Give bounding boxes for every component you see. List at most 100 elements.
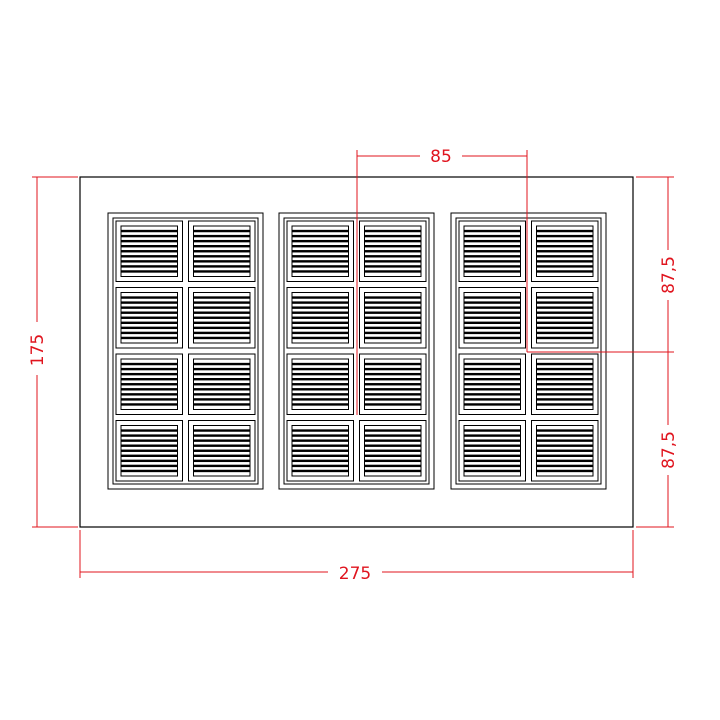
segment-stripe [364,429,421,432]
segment-stripe [121,464,178,468]
segment-stripe [536,250,593,253]
segment-stripe [193,326,250,330]
segment-stripe [121,444,178,447]
segment-stripe [536,239,593,243]
segment-stripe [121,388,178,391]
segment-stripe [464,234,521,238]
segment-stripe [121,265,178,268]
segment-stripe [121,459,178,463]
segment-stripe [193,270,250,273]
cavities [107,212,607,490]
segment-stripe [193,321,250,324]
chocolate-segment [359,220,427,282]
segment-stripe [193,444,250,447]
segment-stripe [364,378,421,381]
segment-stripe [464,250,521,253]
segment-stripe [121,439,178,442]
segment-stripe [121,270,178,273]
segment-outline [188,353,256,415]
chocolate-segment [359,420,427,482]
segment-stripe [121,362,178,366]
segment-outline [531,287,599,349]
segment-stripe [464,434,521,437]
segment-stripe [536,234,593,238]
segment-stripe [292,306,349,309]
segment-stripe [364,398,421,401]
segment-stripe [364,362,421,366]
segment-stripe [536,429,593,432]
segment-outline [286,220,354,282]
segment-stripe [292,245,349,248]
segment-stripe [121,331,178,335]
segment-stripe [536,336,593,340]
segment-stripe [193,393,250,396]
segment-outline [359,420,427,482]
segment-stripe [193,311,250,314]
segment-stripe [292,429,349,432]
segment-stripe [193,331,250,335]
segment-stripe [464,429,521,432]
segment-stripe [364,239,421,243]
segment-stripe [193,383,250,386]
segment-stripe [536,372,593,376]
segment-stripe [464,393,521,396]
segment-stripe [536,388,593,391]
segment-stripe [364,321,421,324]
segment-stripe [364,469,421,473]
segment-stripe [364,464,421,468]
segment-stripe [193,439,250,442]
segment-stripe [464,331,521,335]
segment-stripe [464,469,521,473]
segment-stripe [292,270,349,273]
segment-stripe [121,429,178,432]
segment-stripe [536,229,593,233]
segment-stripe [536,454,593,457]
segment-outline [115,353,183,415]
segment-stripe [121,229,178,233]
dim-half-height-bottom: 87,5 [659,431,679,469]
segment-stripe [536,469,593,473]
segment-outline [115,287,183,349]
segment-stripe [364,234,421,238]
segment-stripe [536,245,593,248]
segment-stripe [292,434,349,437]
chocolate-segment [115,287,183,349]
segment-stripe [364,331,421,335]
dim-overall-height: 175 [28,334,48,366]
segment-stripe [292,229,349,233]
segment-stripe [292,439,349,442]
segment-stripe [364,245,421,248]
segment-outline [531,220,599,282]
segment-stripe [121,398,178,401]
chocolate-segment [359,287,427,349]
segment-stripe [536,464,593,468]
segment-stripe [464,255,521,258]
segment-outline [286,353,354,415]
segment-stripe [364,336,421,340]
segment-stripe [121,336,178,340]
segment-stripe [292,367,349,371]
segment-stripe [464,454,521,457]
segment-stripe [292,255,349,258]
segment-stripe [536,449,593,452]
segment-stripe [193,372,250,376]
segment-stripe [536,306,593,309]
segment-stripe [292,393,349,396]
segment-stripe [292,449,349,452]
segment-stripe [464,301,521,304]
segment-stripe [464,372,521,376]
chocolate-segment [458,353,526,415]
segment-stripe [121,393,178,396]
segment-stripe [292,265,349,268]
chocolate-segment [115,353,183,415]
segment-stripe [464,362,521,366]
segment-stripe [536,321,593,324]
segment-stripe [464,265,521,268]
segment-outline [458,420,526,482]
segment-outline [458,287,526,349]
segment-stripe [292,239,349,243]
segment-stripe [292,260,349,263]
segment-stripe [464,229,521,233]
segment-outline [531,420,599,482]
segment-stripe [292,398,349,401]
